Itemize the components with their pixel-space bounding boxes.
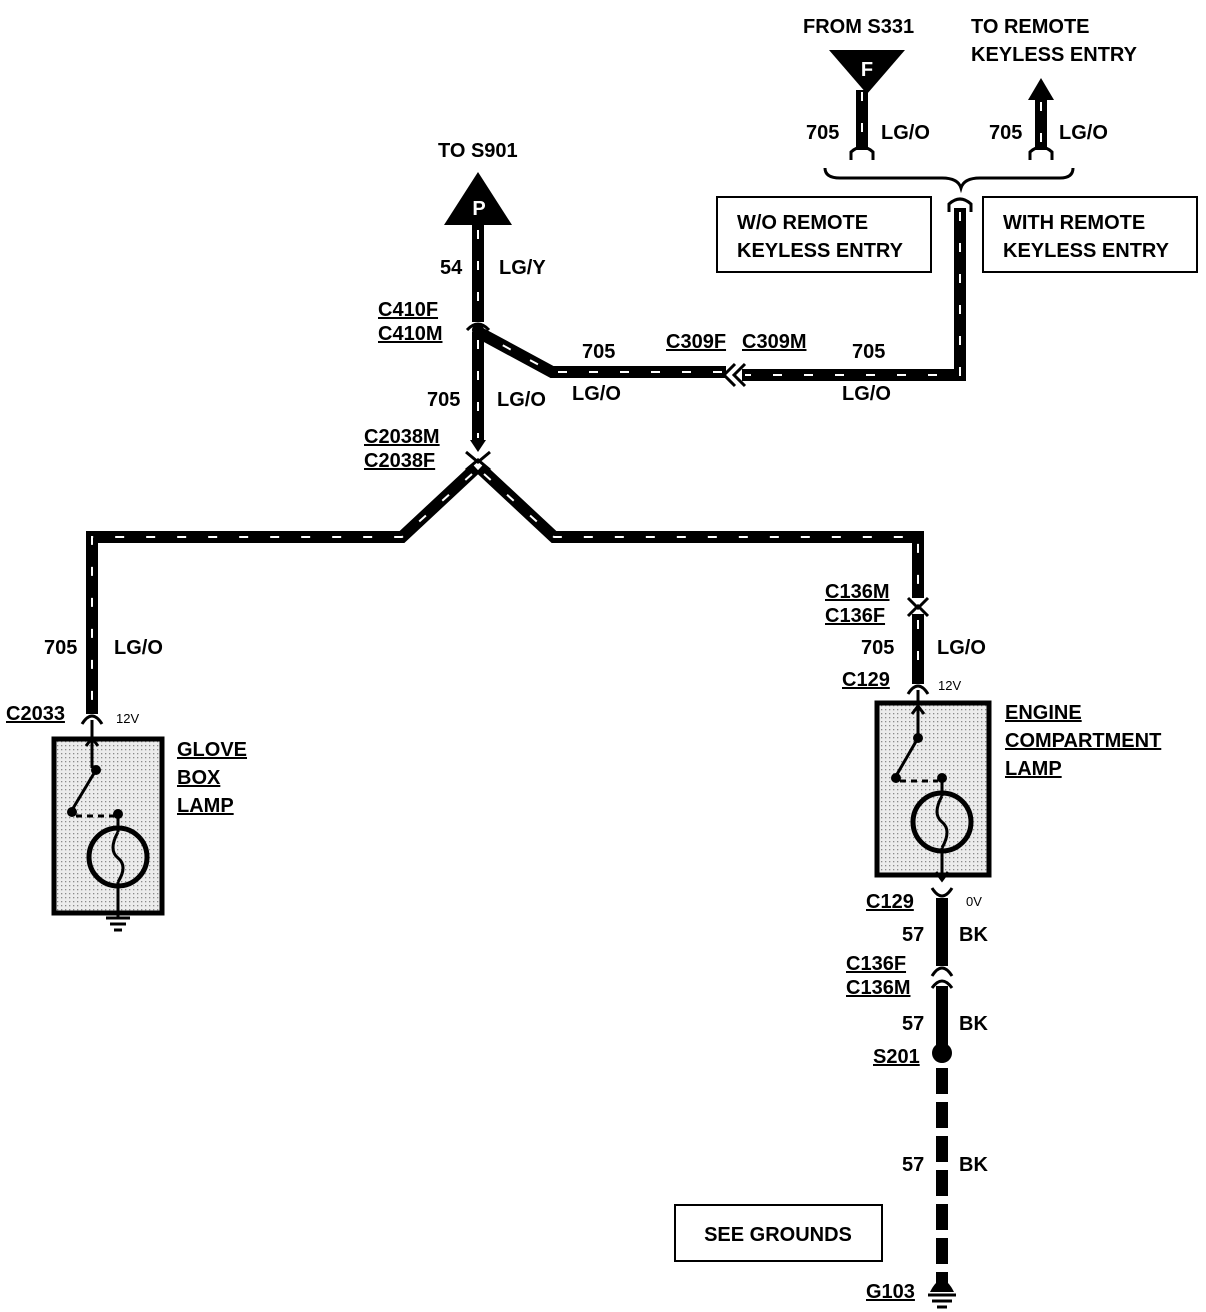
c2033-label: C2033: [6, 703, 65, 725]
wire-57-label: 57: [902, 924, 924, 946]
c136f-bottom-label: C136F: [846, 953, 906, 975]
engine-compartment-lamp: [874, 690, 992, 883]
see-grounds-box: [674, 1204, 883, 1262]
arrow-up-icon: [1028, 78, 1054, 100]
source-p-letter: P: [472, 198, 485, 220]
connector-hook-icon: [1028, 145, 1054, 160]
c309m-label: C309M: [742, 331, 806, 353]
to-rke-output: [1028, 78, 1054, 160]
c136f-top-label: C136F: [825, 605, 885, 627]
wire-705-label: 705: [806, 122, 839, 144]
ground-icon: [106, 912, 130, 932]
wire-705-label: 705: [852, 341, 885, 363]
wire-lgy-label: LG/Y: [499, 257, 546, 279]
c136-bottom-connector-icon: [930, 966, 954, 989]
c136m-top-label: C136M: [825, 581, 889, 603]
wire-705-c309-c410: [475, 326, 726, 378]
wire-705-rke-feed: [742, 197, 973, 381]
from-s331-label: FROM S331: [803, 16, 914, 38]
c309-connector-icon: [721, 362, 747, 388]
engine-lamp-box: [874, 700, 992, 878]
arrow-down-icon: [470, 440, 486, 452]
with-rke-box: [982, 196, 1198, 273]
wire-57-label: 57: [902, 1013, 924, 1035]
c129-bottom-label: C129: [866, 891, 914, 913]
wire-57-label: 57: [902, 1154, 924, 1176]
c129-connector-icon: [906, 684, 930, 695]
from-s331-source: F: [829, 50, 905, 160]
glove-label-line3: LAMP: [177, 795, 234, 817]
source-f-letter: F: [861, 59, 873, 81]
c410f-label: C410F: [378, 299, 438, 321]
wire-705-engine-branch: [475, 463, 924, 598]
g103-ground: [928, 1280, 956, 1309]
option-brace: [823, 167, 1075, 194]
glove-voltage-label: 12V: [116, 711, 139, 726]
engine-voltage-0v-label: 0V: [966, 894, 982, 909]
s201-splice-dot: [932, 1043, 952, 1063]
wire-705-label: 705: [582, 341, 615, 363]
wire-lgo-label: LG/O: [497, 389, 546, 411]
to-s901-output: P: [444, 172, 512, 322]
glove-box-lamp-box: [51, 736, 165, 916]
c2033-connector-icon: [80, 714, 104, 725]
c129-bottom-connector-icon: [930, 887, 954, 898]
c129-top-label: C129: [842, 669, 890, 691]
wire-bk-label: BK: [959, 924, 988, 946]
arrow-up-icon: [910, 703, 926, 715]
c136m-bottom-label: C136M: [846, 977, 910, 999]
engine-label-line1: ENGINE: [1005, 702, 1082, 724]
wire-705-label: 705: [861, 637, 894, 659]
see-grounds-label: SEE GROUNDS: [704, 1224, 852, 1246]
wire-705-glove-branch: [86, 463, 481, 714]
with-rke-line1: WITH REMOTE: [1003, 212, 1145, 234]
wire-lgo-label: LG/O: [1059, 122, 1108, 144]
switch-icon: [70, 769, 98, 811]
arrow-up-icon: [84, 735, 100, 747]
s201-label: S201: [873, 1046, 920, 1068]
wire-bk-label: BK: [959, 1013, 988, 1035]
c2038m-label: C2038M: [364, 426, 440, 448]
wire-54-label: 54: [440, 257, 463, 279]
wire-705-label: 705: [44, 637, 77, 659]
engine-voltage-12v-label: 12V: [938, 678, 961, 693]
with-rke-line2: KEYLESS ENTRY: [1003, 240, 1170, 262]
wire-705-label: 705: [989, 122, 1022, 144]
wire-705-c410-c2038: [470, 332, 486, 452]
source-f-triangle-icon: [829, 50, 905, 94]
wire-lgo-label: LG/O: [842, 383, 891, 405]
glove-label-line2: BOX: [177, 767, 221, 789]
engine-label-line2: COMPARTMENT: [1005, 730, 1161, 752]
connector-hook-icon: [947, 197, 973, 212]
arrow-down-icon: [934, 871, 950, 883]
source-p-triangle-icon: [444, 172, 512, 225]
to-s901-label: TO S901: [438, 140, 518, 162]
glove-label-line1: GLOVE: [177, 739, 247, 761]
glove-box-lamp: [51, 720, 165, 932]
c309f-label: C309F: [666, 331, 726, 353]
to-rke-label-line2: KEYLESS ENTRY: [971, 44, 1138, 66]
wire-lgo-label: LG/O: [572, 383, 621, 405]
without-rke-box: [716, 196, 932, 273]
engine-label-line3: LAMP: [1005, 758, 1062, 780]
wire-lgo-label: LG/O: [881, 122, 930, 144]
wire-lgo-label: LG/O: [937, 637, 986, 659]
without-rke-line2: KEYLESS ENTRY: [737, 240, 904, 262]
ground-icon: [930, 1280, 954, 1292]
switch-icon: [894, 737, 920, 777]
c136-connector-icon: [906, 596, 930, 618]
filament-icon: [935, 795, 949, 849]
c2038f-label: C2038F: [364, 450, 435, 472]
wire-bk-label: BK: [959, 1154, 988, 1176]
without-rke-line1: W/O REMOTE: [737, 212, 868, 234]
connector-hook-icon: [849, 145, 875, 160]
wire-lgo-label: LG/O: [114, 637, 163, 659]
filament-icon: [111, 831, 125, 883]
c410m-label: C410M: [378, 323, 442, 345]
g103-label: G103: [866, 1281, 915, 1303]
wire-705-label: 705: [427, 389, 460, 411]
to-rke-label-line1: TO REMOTE: [971, 16, 1090, 38]
